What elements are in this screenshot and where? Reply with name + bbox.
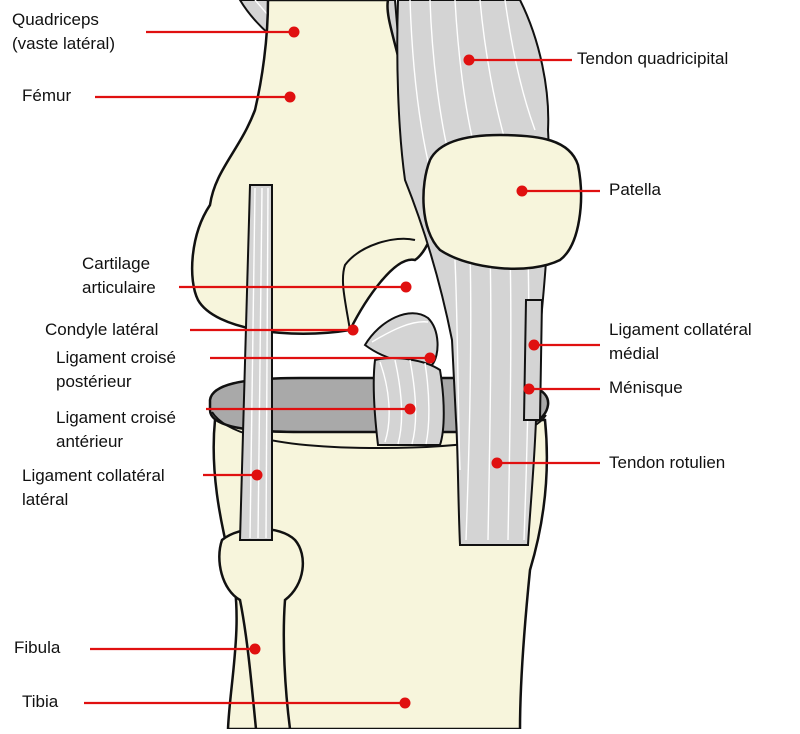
label-patella: Patella [609,178,661,202]
label-fibula-line1: Fibula [14,638,61,657]
leader-dot-fibula [249,643,261,655]
label-cartilage-line1: Cartilage [82,254,151,273]
label-patellar-tendon: Tendon rotulien [609,451,725,475]
label-tibia-line1: Tibia [22,692,59,711]
label-pcl: Ligament croisé postérieur [56,346,176,394]
label-meniscus: Ménisque [609,376,683,400]
label-acl: Ligament croisé antérieur [56,406,176,454]
label-pcl-line1: Ligament croisé [56,348,177,367]
leader-dot-cartilage [400,281,412,293]
label-mcl-line1: Ligament collatéral [609,320,752,339]
leader-dot-mcl [528,339,540,351]
leader-dot-meniscus [523,383,535,395]
label-pcl-line2: postérieur [56,372,132,391]
leader-dot-condyle [347,324,359,336]
label-condyle-line1: Condyle latéral [45,320,159,339]
patella-bone [422,133,583,270]
femur-condyle-lobe [341,237,416,331]
label-fibula: Fibula [14,636,60,660]
label-quadriceps-line1: Quadriceps [12,10,99,29]
leader-dot-tibia [399,697,411,709]
label-cartilage-line2: articulaire [82,278,156,297]
leader-dot-patella [516,185,528,197]
label-acl-line1: Ligament croisé [56,408,177,427]
label-patella-line1: Patella [609,180,661,199]
label-condyle: Condyle latéral [45,318,158,342]
leader-dot-pcl [424,352,436,364]
label-quadriceps-line2: (vaste latéral) [12,34,115,53]
leader-dot-quad-tendon [463,54,475,66]
label-mcl: Ligament collatéral médial [609,318,752,366]
label-acl-line2: antérieur [56,432,124,451]
label-quad-tendon-line1: Tendon quadricipital [577,49,729,68]
label-mcl-line2: médial [609,344,660,363]
leader-dot-femur [284,91,296,103]
lcl-ligament [238,184,273,541]
label-lcl-line1: Ligament collatéral [22,466,165,485]
leader-dot-patellar-tendon [491,457,503,469]
cruciate-fibers [371,321,430,445]
leader-dot-acl [404,403,416,415]
fibula-bone [218,527,305,731]
label-femur-line1: Fémur [22,86,72,105]
acl-ligament [372,357,445,446]
label-cartilage: Cartilage articulaire [82,252,156,300]
label-quad-tendon: Tendon quadricipital [577,47,728,71]
label-quadriceps: Quadriceps (vaste latéral) [12,8,115,56]
label-femur: Fémur [22,84,71,108]
label-patellar-tendon-line1: Tendon rotulien [609,453,726,472]
label-lcl: Ligament collatéral latéral [22,464,165,512]
tendon-fibers [409,0,536,541]
label-meniscus-line1: Ménisque [609,378,683,397]
leader-dot-lcl [251,469,263,481]
label-tibia: Tibia [22,690,58,714]
leader-dot-quadriceps [288,26,300,38]
label-lcl-line2: latéral [22,490,69,509]
